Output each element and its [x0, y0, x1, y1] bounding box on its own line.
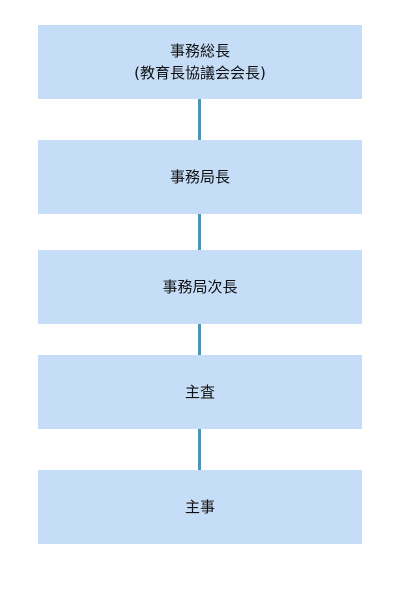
org-node-label: 事務総長 — [169, 42, 230, 60]
org-node-label: 事務局次長 — [162, 278, 238, 296]
connector-line — [198, 324, 201, 355]
org-node-secretary-general: 事務総長 (教育長協議会会長) — [38, 25, 362, 99]
org-node-label: 主事 — [184, 498, 215, 516]
org-node-label: 主査 — [184, 383, 215, 401]
org-node-staff: 主事 — [38, 470, 362, 544]
connector-line — [198, 429, 201, 470]
org-node-secretariat-director: 事務局長 — [38, 140, 362, 214]
org-node-sublabel: (教育長協議会会長) — [134, 64, 266, 82]
org-node-chief: 主査 — [38, 355, 362, 429]
connector-line — [198, 99, 201, 140]
connector-line — [198, 214, 201, 250]
org-node-label: 事務局長 — [169, 168, 230, 186]
org-node-deputy-director: 事務局次長 — [38, 250, 362, 324]
